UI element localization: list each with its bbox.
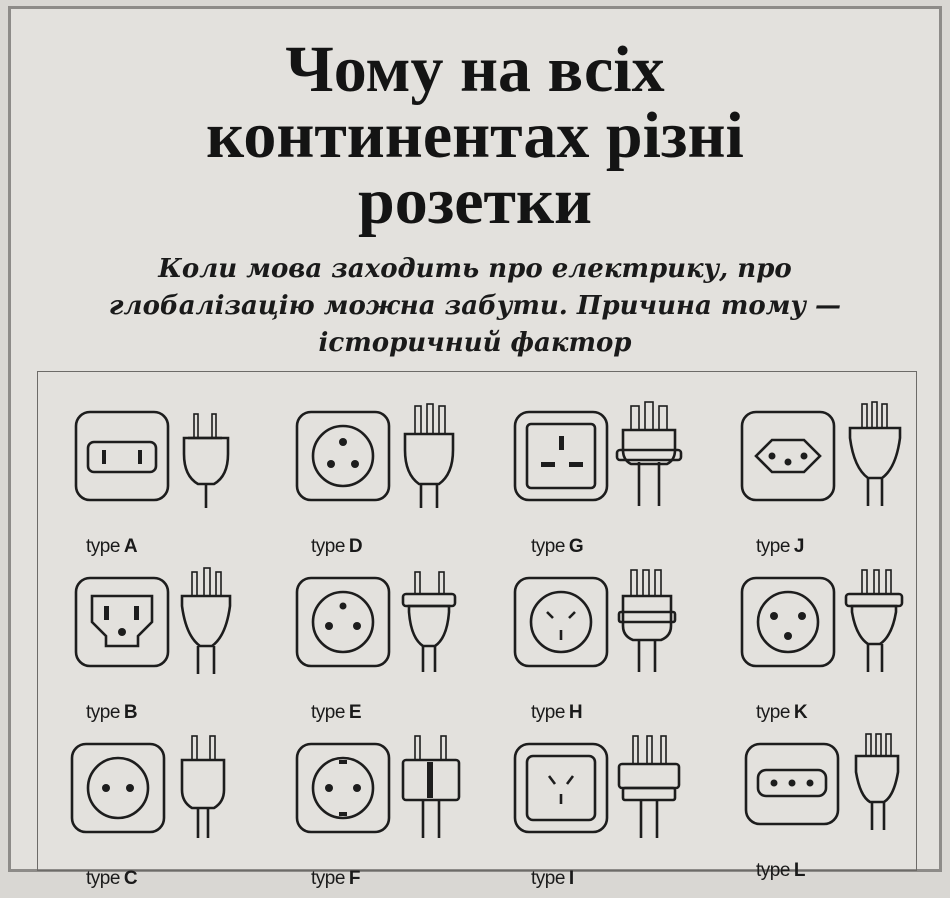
plug-type-letter: A: [123, 536, 138, 557]
subhead-line: глобалізацію можна забути. Причина тому …: [108, 291, 842, 321]
socket-and-plug-a-icon: [74, 410, 230, 508]
plug-type-letter: I: [568, 868, 574, 889]
plug-type-letter: K: [793, 702, 808, 723]
socket-and-plug-c-icon: [70, 735, 226, 838]
headline-line: розетки: [358, 165, 592, 238]
plug-type-letter: F: [348, 868, 361, 889]
socket-and-plug-d-icon: [295, 403, 455, 508]
plug-type-letter: C: [123, 868, 138, 889]
plug-type-letter: D: [348, 536, 363, 557]
subhead-line: історичний фактор: [318, 328, 632, 358]
socket-and-plug-e-icon: [295, 571, 457, 672]
subhead-line: Коли мова заходить про електрику, про: [158, 254, 792, 284]
socket-and-plug-b-icon: [74, 567, 232, 674]
plug-type-letter: E: [348, 702, 362, 723]
socket-and-plug-l-icon: [744, 733, 900, 830]
socket-and-plug-i-icon: [513, 735, 681, 838]
plug-type-letter: B: [123, 702, 138, 723]
plug-type-letter: H: [568, 702, 583, 723]
socket-and-plug-g-icon: [513, 401, 683, 506]
article-subhead: Коли мова заходить про електрику, про гл…: [51, 251, 899, 362]
article-headline: Чому на всіх континентах різні розетки: [11, 37, 939, 235]
socket-and-plug-f-icon: [295, 735, 461, 838]
socket-and-plug-k-icon: [740, 569, 904, 672]
socket-and-plug-h-icon: [513, 569, 677, 672]
plug-type-letter: J: [793, 536, 805, 557]
newspaper-page: Чому на всіх континентах різні розетки К…: [8, 6, 942, 889]
plug-type-letter: L: [793, 860, 806, 881]
socket-and-plug-j-icon: [740, 401, 902, 506]
plug-type-letter: G: [568, 536, 584, 557]
headline-line: континентах різні: [206, 99, 744, 172]
headline-line: Чому на всіх: [285, 33, 665, 106]
